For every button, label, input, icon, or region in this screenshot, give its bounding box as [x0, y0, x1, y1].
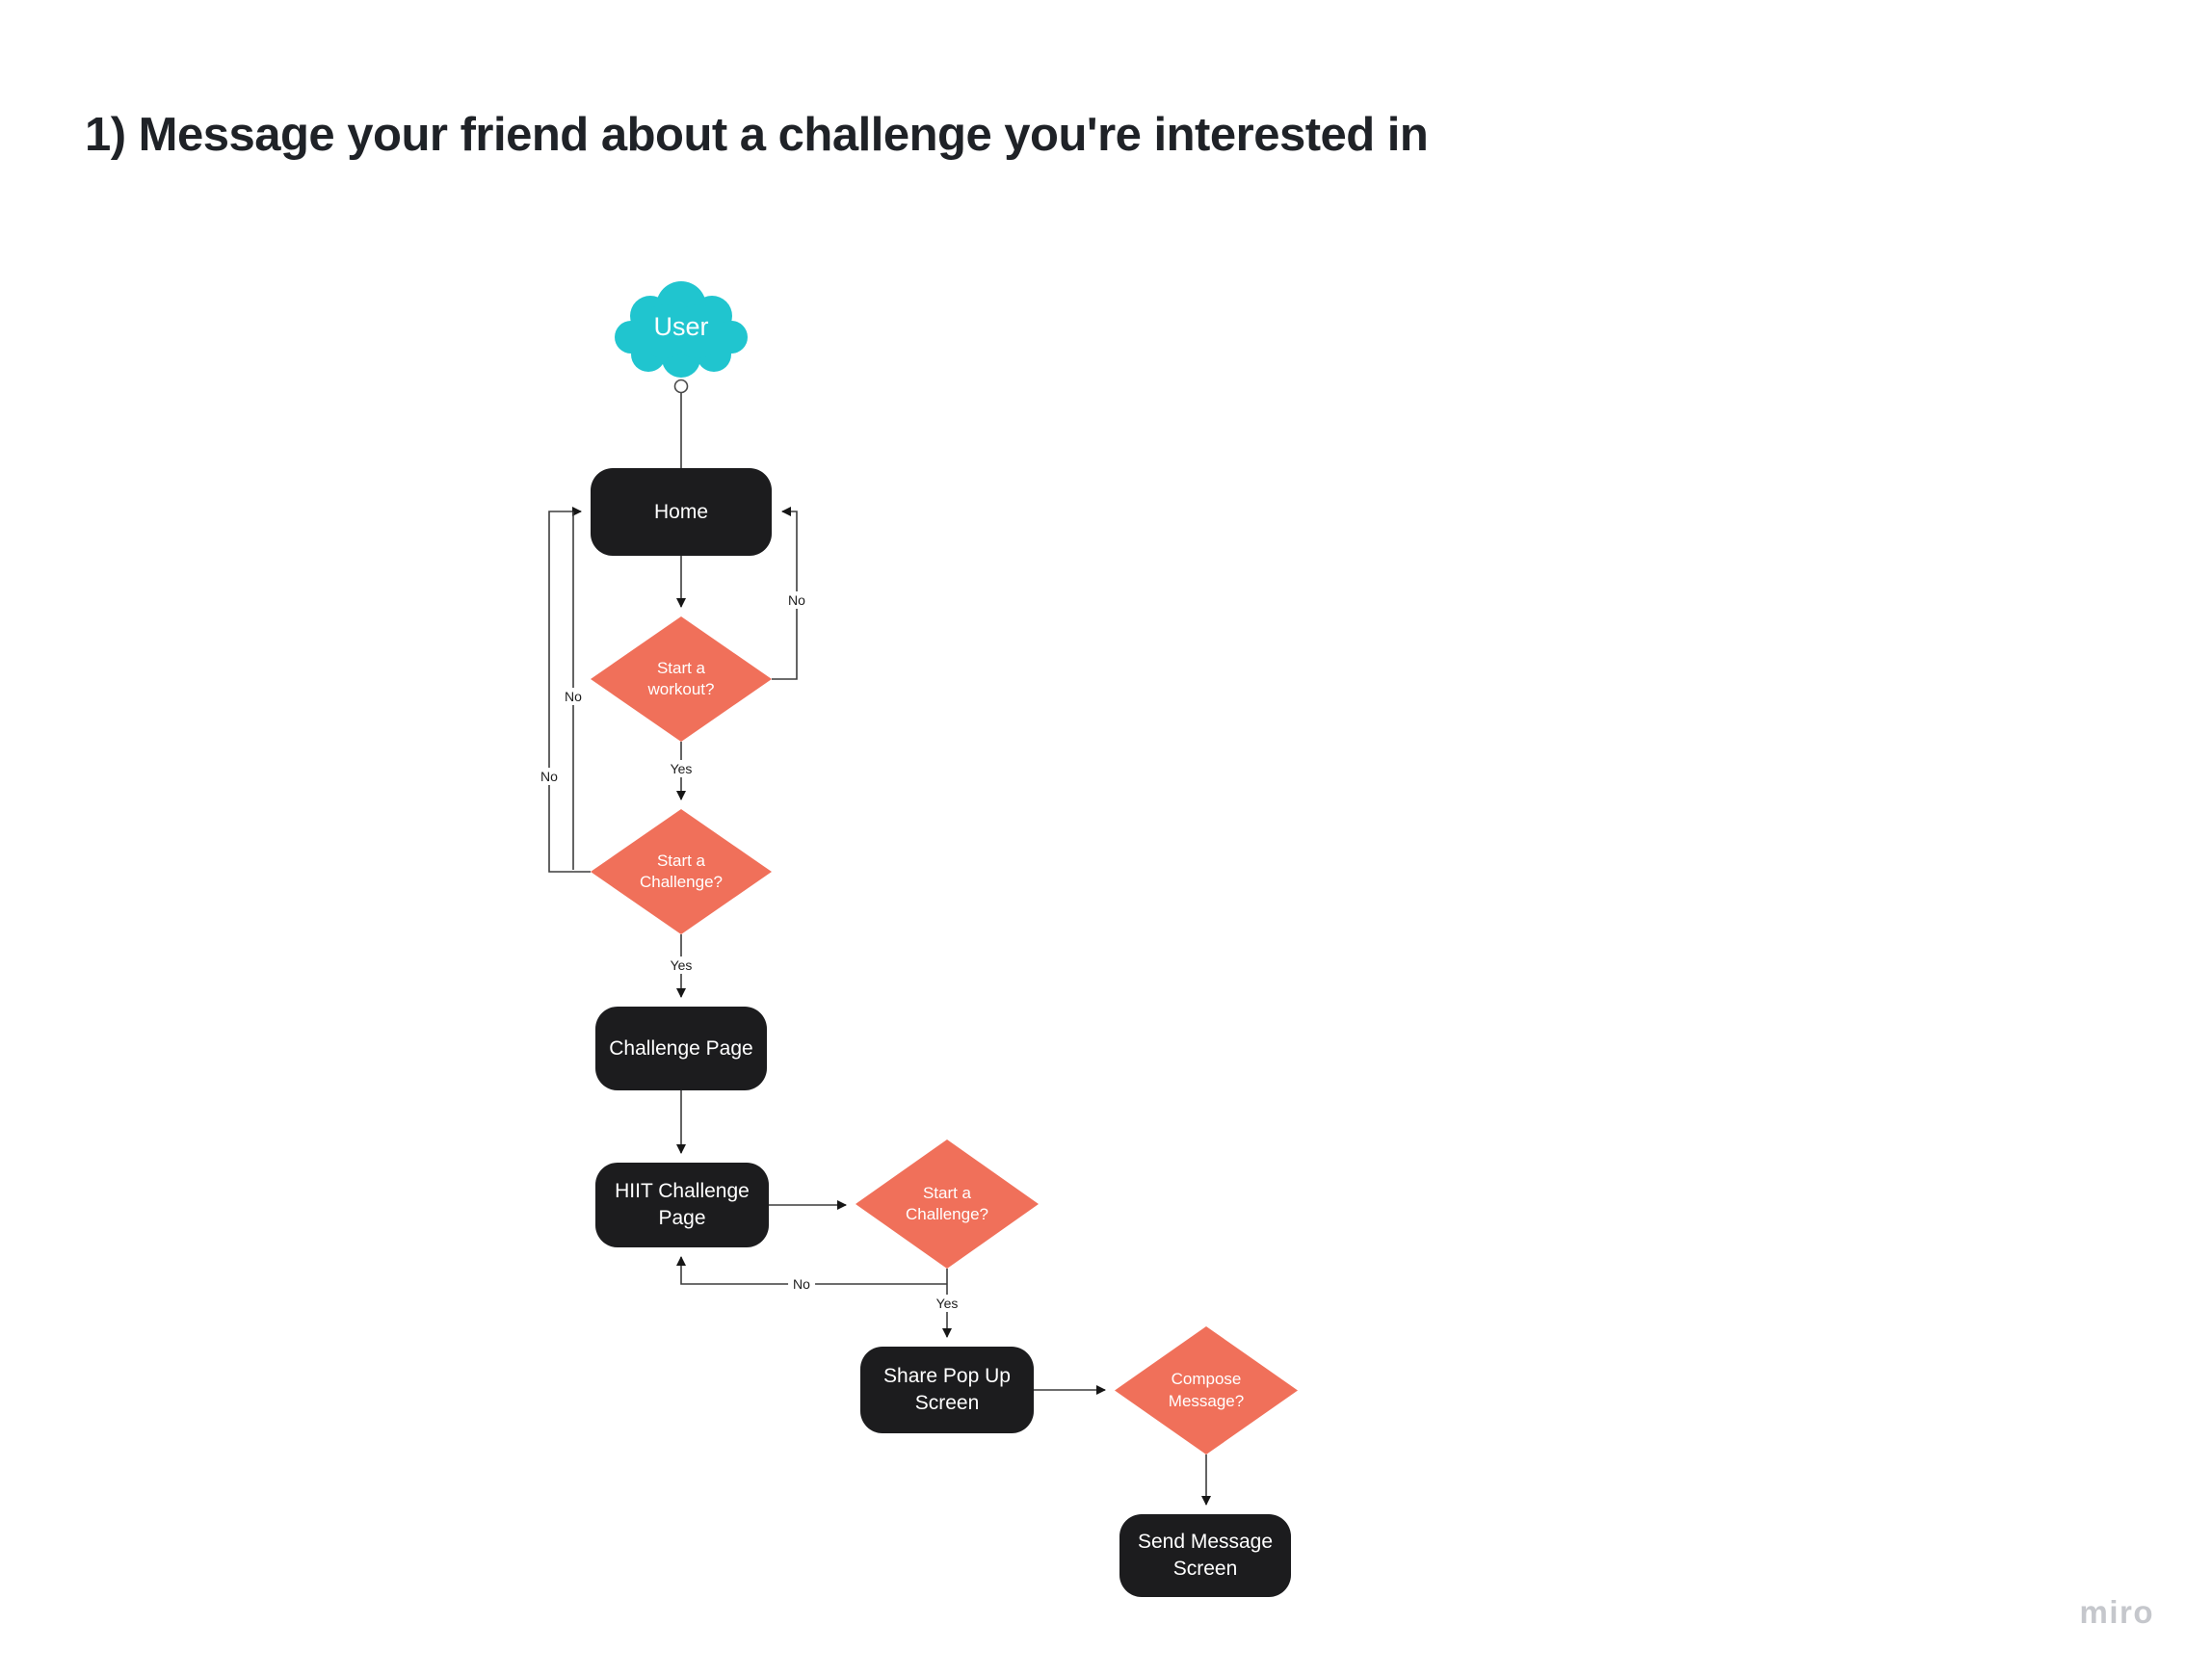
node-send-message-screen[interactable]: Send Message Screen	[1119, 1514, 1291, 1597]
edge-label-hiit-loop-no: No	[788, 1275, 815, 1293]
cloud-icon	[615, 281, 748, 378]
node-start-challenge-label: Start a Challenge?	[639, 851, 723, 891]
node-share-popup-screen[interactable]: Share Pop Up Screen	[860, 1347, 1034, 1433]
node-start-challenge-2-label: Start a Challenge?	[905, 1183, 988, 1223]
node-start-workout-label: Start a workout?	[647, 658, 715, 698]
node-challenge-page-label: Challenge Page	[609, 1036, 753, 1060]
edge-label-workout-no-right: No	[783, 591, 810, 609]
node-hiit-challenge-page[interactable]: HIIT Challenge Page	[595, 1163, 769, 1247]
node-user-cloud[interactable]: User	[610, 274, 752, 385]
node-home-label: Home	[653, 500, 709, 523]
edge-label-challenge-no-inner: No	[560, 688, 587, 705]
miro-logo: miro	[2079, 1594, 2154, 1630]
node-user-label: User	[653, 312, 709, 341]
edge-label-challenge-yes: Yes	[665, 956, 698, 974]
node-home[interactable]: Home	[591, 468, 772, 556]
page-title: 1) Message your friend about a challenge…	[85, 109, 1429, 161]
node-share-popup-label: Share Pop Up Screen	[883, 1365, 1011, 1414]
node-hiit-challenge-page-label: HIIT Challenge Page	[615, 1180, 750, 1229]
node-challenge-page[interactable]: Challenge Page	[595, 1007, 767, 1090]
edge-label-workout-yes: Yes	[665, 760, 698, 777]
edge-label-hiit-yes: Yes	[931, 1295, 963, 1312]
node-send-message-label: Send Message Screen	[1137, 1531, 1274, 1580]
node-compose-message-label: Compose Message?	[1168, 1370, 1245, 1410]
edge-label-challenge-no-outer: No	[536, 768, 563, 785]
